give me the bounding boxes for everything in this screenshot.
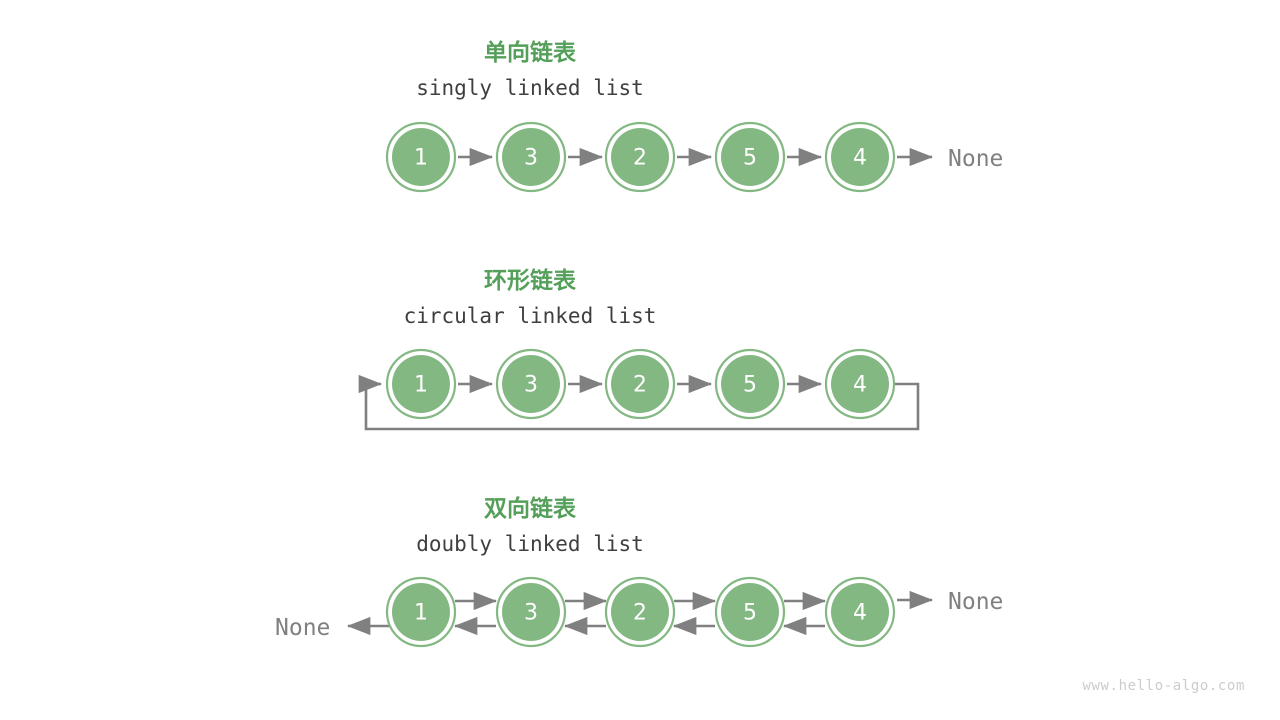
section-subtitle-singly: singly linked list (416, 76, 644, 100)
watermark-label: www.hello-algo.com (1082, 678, 1245, 694)
node-value: 3 (524, 601, 538, 626)
section-title-circular: 环形链表 (484, 267, 577, 294)
circular-node-1: 1 (385, 348, 457, 420)
singly-node-1: 1 (385, 121, 457, 193)
node-value: 2 (633, 373, 647, 398)
circular-node-2: 3 (495, 348, 567, 420)
doubly-node-4: 5 (714, 576, 786, 648)
doubly-tail-none-label: None (948, 589, 1003, 615)
node-value: 3 (524, 146, 538, 171)
singly-node-4: 5 (714, 121, 786, 193)
doubly-head-none-label: None (275, 615, 330, 641)
circular-node-4: 5 (714, 348, 786, 420)
edge-loop-back-4-to-1 (358, 374, 920, 431)
node-value: 5 (743, 601, 757, 626)
node-value: 1 (414, 146, 428, 171)
section-title-singly: 单向链表 (484, 39, 577, 66)
node-value: 5 (743, 373, 757, 398)
node-value: 3 (524, 373, 538, 398)
doubly-forward-edges (455, 590, 934, 611)
node-value: 2 (633, 146, 647, 171)
node-value: 4 (853, 373, 867, 398)
circular-node-5: 4 (824, 348, 896, 420)
circular-node-3: 2 (604, 348, 676, 420)
section-subtitle-circular: circular linked list (404, 304, 657, 328)
node-value: 5 (743, 146, 757, 171)
section-doubly: 双向链表 doubly linked list 1 (275, 495, 1003, 648)
section-subtitle-doubly: doubly linked list (416, 532, 644, 556)
node-value: 1 (414, 373, 428, 398)
doubly-node-1: 1 (385, 576, 457, 648)
section-circular: 环形链表 circular linked list 1 3 (358, 267, 920, 431)
section-title-doubly: 双向链表 (484, 495, 577, 522)
section-singly: 单向链表 singly linked list 1 3 (385, 39, 1003, 193)
singly-node-2: 3 (495, 121, 567, 193)
doubly-node-5: 4 (824, 576, 896, 648)
node-value: 2 (633, 601, 647, 626)
singly-node-3: 2 (604, 121, 676, 193)
singly-tail-none-label: None (948, 146, 1003, 172)
node-value: 1 (414, 601, 428, 626)
doubly-node-3: 2 (604, 576, 676, 648)
circular-edges (358, 374, 920, 431)
singly-node-5: 4 (824, 121, 896, 193)
node-value: 4 (853, 601, 867, 626)
node-value: 4 (853, 146, 867, 171)
doubly-node-2: 3 (495, 576, 567, 648)
